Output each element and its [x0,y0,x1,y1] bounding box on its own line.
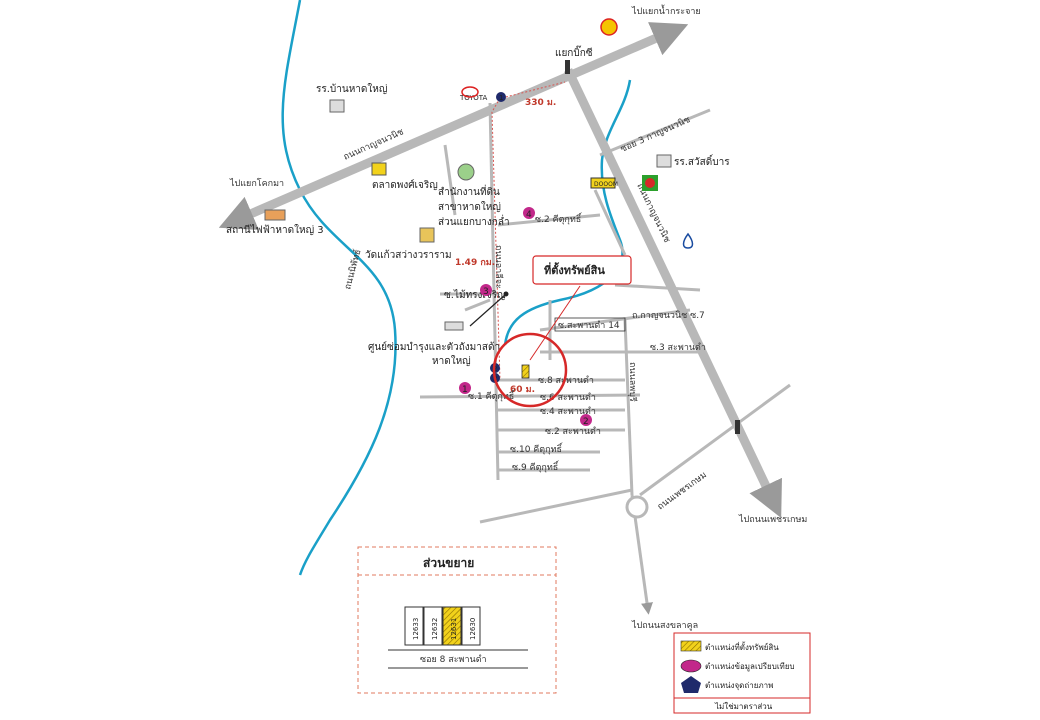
direction-left: ไปแยกโคกมา [229,178,284,189]
legend-photo-label: ตำแหน่งจุดถ่ายภาพ [705,681,773,690]
plot-12630[interactable] [461,606,481,646]
legend-photo-swatch [681,676,701,693]
toyota-logo: TOYOTA [459,94,488,102]
distance-60: 60 ม. [510,385,535,395]
comparison-marker-3[interactable]: 3 [480,284,492,297]
distance-route [491,97,501,381]
legend-comparison-label: ตำแหน่งข้อมูลเปรียบเทียบ [705,662,795,672]
intersection-label: แยกบิ๊กซี [555,45,593,59]
center-pointer [469,293,507,327]
svg-text:1: 1 [499,94,503,102]
comparison-marker-1[interactable]: 1 [459,382,471,395]
school-icon [329,99,345,113]
legend-property-swatch [680,640,702,652]
soi-s10-kit: ซ.10 คีตุกุทธิ์ [510,442,564,455]
soi-s4: ซ.4 สะพานดำ [540,406,596,417]
soi-s9-kit: ซ.9 คีตุกุทธิ์ [512,460,560,473]
secondary-roads [419,102,791,615]
soi-s1-kit: ซ.1 คีตุกุทธิ์ [468,389,516,402]
brand-label: DOOOM [594,181,618,188]
place-temple: วัดแก้วสว่างวราราม [365,249,452,261]
road-label-west: ถนนนิพัทธ์ [341,248,363,291]
place-market: ตลาดพงศ์เจริญ [372,179,438,191]
soi-s6: ซ.6 สะพานดำ [540,392,596,403]
school-saw-logo-dot [645,178,655,188]
place-center-1: ศูนย์ซ่อมบำรุงและตัวถังมาสด้า [368,341,500,353]
place-school-ban: รร.บ้านหาดใหญ่ [316,83,387,95]
inset-title: ส่วนขยาย [423,556,474,570]
center-pointer-dot [503,291,509,297]
inset-panel: ส่วนขยาย 12633 12632 12631 12630 ซอย 8 ส… [357,546,557,694]
direction-bottom-right: ไปถนนเพชรเกษม [738,514,807,525]
direction-bottom: ไปถนนสงขลาคูล [631,620,698,631]
callout-pointer [529,285,581,361]
place-center-2: หาดใหญ่ [432,355,471,367]
station-icon [264,209,286,221]
soi-s2-kit: ซ.2 คีตุกุทธิ์ [535,212,583,225]
place-school-saw: รร.สวัสดิ์บาร [674,154,730,168]
plot-label-12632: 12632 [431,618,439,640]
distance-330: 330 ม. [525,98,556,108]
land-office-icon [457,163,475,181]
place-soi-saphan: ซ.ไม้ทรงเจริญ [444,289,506,301]
callout-box [532,255,632,285]
temple-icon [419,227,435,243]
callout-label: ที่ตั้งทรัพย์สิน [544,262,605,277]
soi-s14-box [554,317,626,332]
property-highlight-circle [492,332,568,408]
comparison-marker-2[interactable]: 2 [580,414,592,427]
toyota-ellipse [461,86,479,98]
road-label-soi3: ซอย 3 กาญจนวนิช [619,114,692,155]
property-marker[interactable] [521,364,530,379]
traffic-light-top [565,60,570,74]
plot-12633[interactable] [404,606,424,646]
traffic-light-right [735,420,740,434]
legend-property-label: ตำแหน่งที่ตั้งทรัพย์สิน [705,641,779,652]
plot-label-12631: 12631 [450,618,458,640]
drop-icon [682,232,694,249]
legend: ตำแหน่งที่ตั้งทรัพย์สิน ตำแหน่งข้อมูลเปร… [673,632,811,714]
soi-s8: ซ.8 สะพานดำ [538,375,594,386]
svg-text:2: 2 [583,417,589,427]
legend-note: ไม่ใช่มาตราส่วน [714,702,773,711]
road-label-inner: ถนนลพบุรี [627,362,638,402]
inset-road: ซอย 8 สะพานดำ [420,654,487,665]
plot-12631[interactable] [442,606,462,646]
place-land-office-3: ส่วนแยกบางกล่ำ [438,214,510,228]
place-land-office-1: สำนักงานที่ดิน [438,184,500,198]
main-road-diagonal [218,22,689,230]
svg-text:1: 1 [462,385,468,395]
place-land-office-2: สาขาหาดใหญ่ [438,201,501,213]
center-icon [444,321,464,331]
plot-label-12630: 12630 [469,618,477,640]
road-label-soi7: ถ.กาญจนวนิช ซ.7 [632,310,705,321]
roundabout [625,495,649,519]
photo-marker-1[interactable]: 1 [496,92,506,102]
soi-s3-saphan: ซ.3 สะพานดำ [650,342,706,353]
soi-s2: ซ.2 สะพานดำ [545,426,601,437]
place-station: สถานีไฟฟ้าหาดใหญ่ 3 [226,224,324,236]
road-label-east: ถนนอาลีจะ [493,245,504,289]
shell-logo [600,18,618,36]
soi-s14: ซ.สะพานดำ 14 [558,320,620,331]
svg-text:3: 3 [483,287,489,297]
plot-12632[interactable] [423,606,443,646]
inset-plots: 12633 12632 12631 12630 [404,606,481,646]
distance-route-2 [501,81,566,99]
brand-box [590,177,616,189]
direction-top-right: ไปแยกน้ำกระจาย [631,4,701,17]
comparison-marker-4[interactable]: 4 [523,207,535,220]
plot-label-12633: 12633 [412,618,420,640]
svg-text:4: 4 [526,210,532,220]
school-saw-icon [656,154,672,168]
market-icon [371,162,387,176]
distance-149: 1.49 กม. [455,258,495,268]
legend-comparison-swatch [680,659,702,673]
